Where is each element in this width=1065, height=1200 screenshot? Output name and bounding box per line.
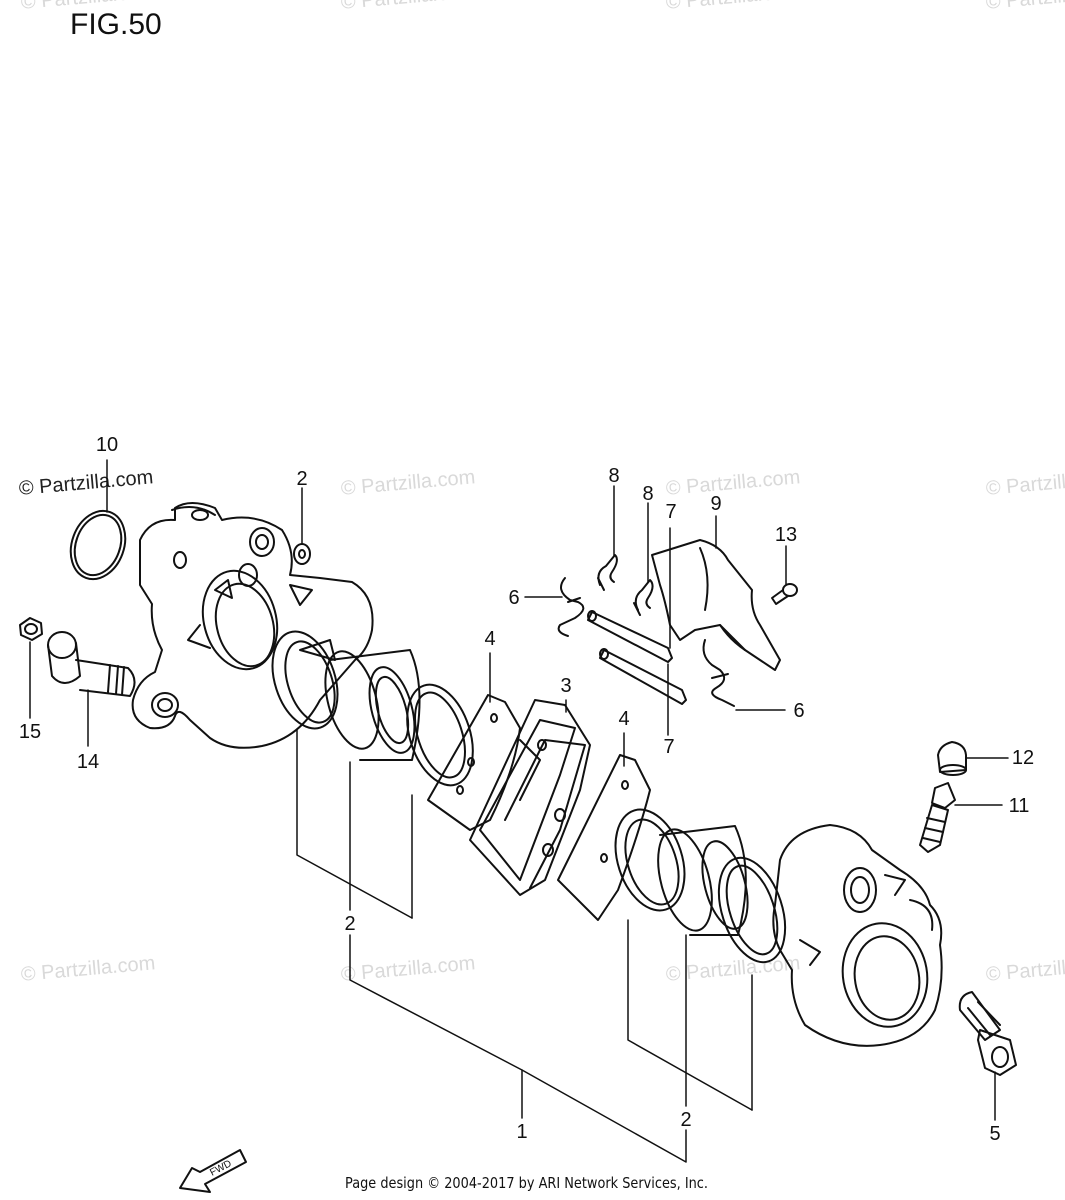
part-pad-shim-right [557, 754, 651, 921]
callout-5: 5 [989, 1123, 1000, 1145]
callout-14: 14 [77, 751, 99, 773]
callout-9: 9 [710, 493, 721, 515]
part-clip-a [597, 554, 618, 591]
part-nut [19, 617, 43, 641]
part-dust-seal-right [717, 856, 787, 964]
callout-13: 13 [775, 524, 797, 546]
part-pin-bolt [47, 631, 136, 697]
callout-labels: 10 2 8 8 7 9 13 6 6 4 3 4 7 15 14 12 11 … [19, 434, 1034, 1145]
callout-11: 11 [1009, 795, 1030, 817]
part-dust-seal-left [406, 683, 474, 787]
leader-lines [29, 459, 1009, 1163]
part-caliper-body-left [131, 502, 374, 749]
callout-8: 8 [642, 483, 653, 505]
callout-6: 6 [508, 587, 519, 609]
page-footer: Page design © 2004-2017 by ARI Network S… [345, 1174, 709, 1192]
part-pad-spring-upper [557, 577, 585, 637]
callout-3: 3 [560, 675, 571, 697]
callout-1: 1 [516, 1121, 527, 1143]
part-mounting-bolt [958, 991, 1017, 1076]
part-piston-seal-right [614, 808, 686, 912]
callout-4: 4 [618, 708, 629, 730]
part-clip-b [633, 579, 654, 616]
callout-12: 12 [1012, 747, 1034, 769]
callout-7: 7 [665, 501, 676, 523]
forward-direction-arrow: FWD [179, 1149, 247, 1193]
part-pad-shim-left [427, 694, 521, 831]
callout-6: 6 [793, 700, 804, 722]
callout-10: 10 [96, 434, 118, 456]
part-pad-pin-lower [599, 648, 687, 705]
part-brake-pads [469, 699, 591, 896]
part-bush [293, 543, 311, 565]
part-cover-screw [771, 583, 798, 605]
part-caliper-body-right [772, 824, 943, 1047]
part-piston-right [657, 825, 749, 936]
part-pad-spring-lower [702, 639, 735, 707]
callout-4: 4 [484, 628, 495, 650]
callout-7: 7 [663, 736, 674, 758]
part-bleeder-valve [919, 782, 956, 853]
part-bleeder-cap [937, 741, 967, 776]
callout-2: 2 [296, 468, 307, 490]
callout-8: 8 [608, 465, 619, 487]
figure-title: FIG.50 [70, 8, 162, 41]
callout-15: 15 [19, 721, 41, 743]
part-pad-pin-upper [587, 610, 673, 663]
part-pad-cover [651, 539, 781, 671]
part-piston-seal-left [271, 630, 339, 730]
part-cap-seal [69, 509, 127, 581]
part-piston-left [324, 649, 421, 761]
callout-2: 2 [680, 1109, 691, 1131]
callout-2: 2 [344, 913, 355, 935]
